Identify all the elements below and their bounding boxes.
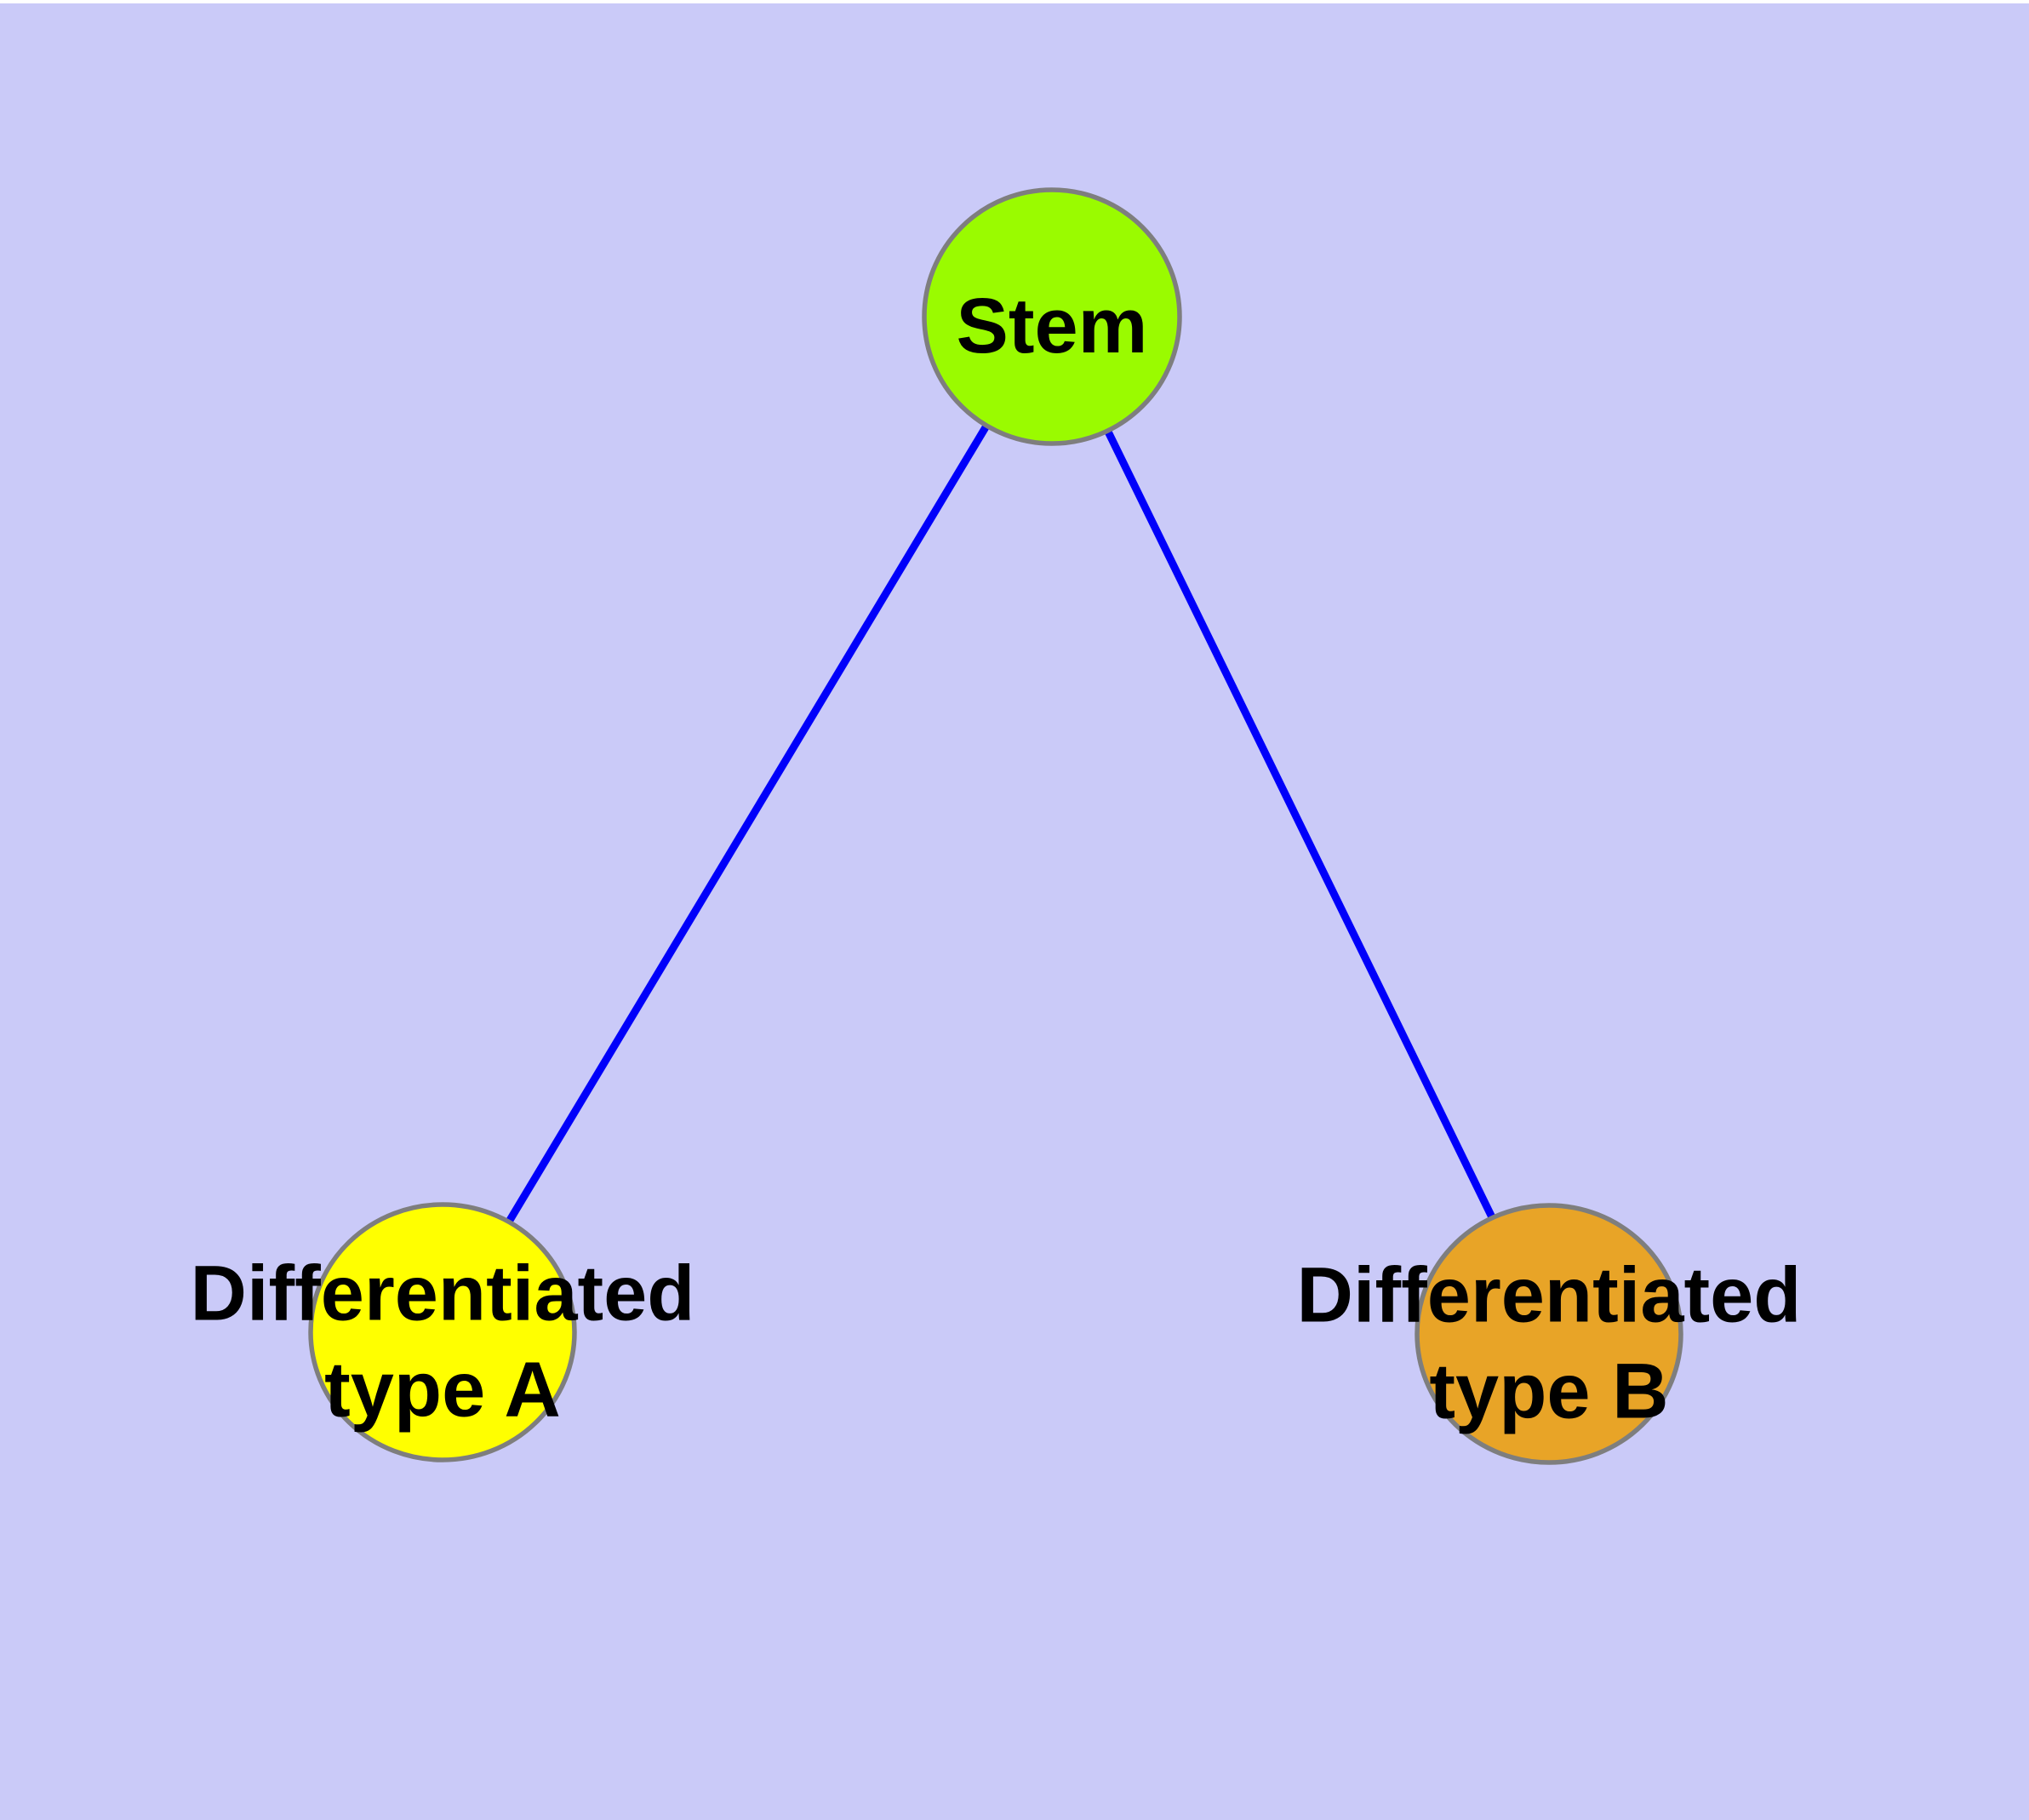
- node-differentiated-type-a: [308, 1202, 577, 1462]
- node-differentiated-type-a-label-line-1: Differentiated: [191, 1251, 695, 1337]
- edge-stem-to-differentiated-type-a: [439, 314, 1055, 1335]
- top-margin-strip: [0, 0, 2029, 3]
- node-differentiated-type-b-label-line-2: type B: [1429, 1348, 1668, 1435]
- node-differentiated-type-b: [1415, 1203, 1683, 1465]
- node-stem: [922, 187, 1182, 446]
- node-stem-label-line-1: Stem: [957, 283, 1148, 369]
- edge-stem-to-differentiated-type-b: [1048, 315, 1553, 1336]
- node-differentiated-type-a-label-line-2: type A: [324, 1347, 561, 1434]
- node-differentiated-type-b-label-line-1: Differentiated: [1297, 1252, 1802, 1339]
